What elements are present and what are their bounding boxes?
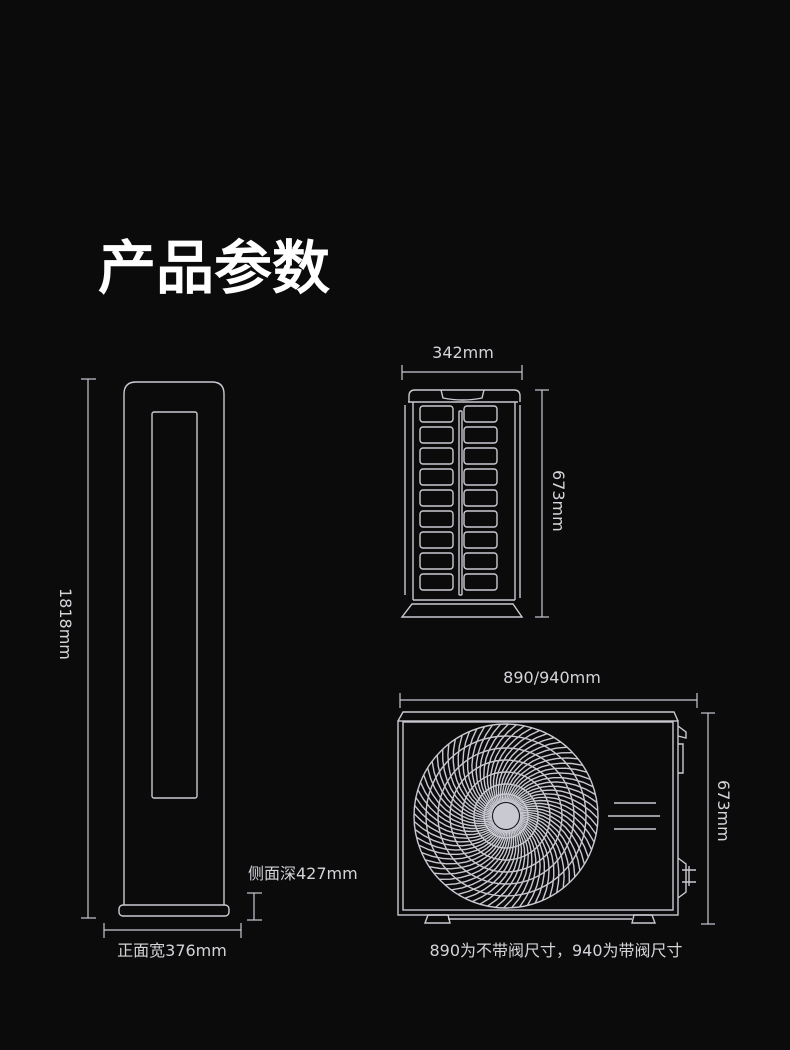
grille-slot bbox=[463, 426, 498, 444]
grille-slot bbox=[419, 552, 454, 570]
outdoor-front-height-label: 673mm bbox=[714, 780, 733, 842]
outdoor-front-height-dimension: 673mm bbox=[701, 712, 733, 925]
indoor-unit-drawing bbox=[118, 381, 230, 917]
indoor-depth-dimension: 侧面深427mm bbox=[247, 864, 358, 921]
grille-slot bbox=[419, 573, 454, 591]
grille-slot bbox=[419, 468, 454, 486]
indoor-depth-label: 侧面深427mm bbox=[248, 864, 358, 883]
outdoor-front-width-label: 890/940mm bbox=[503, 668, 601, 687]
grille-slot bbox=[463, 489, 498, 507]
outdoor-side-height-dimension: 673mm bbox=[535, 389, 568, 618]
grille-slot bbox=[419, 489, 454, 507]
grille-slot bbox=[419, 426, 454, 444]
grille-slot bbox=[419, 447, 454, 465]
grille-slot bbox=[419, 510, 454, 528]
grille-slot bbox=[463, 405, 498, 423]
fan-grille bbox=[413, 723, 599, 909]
grille-slot bbox=[463, 573, 498, 591]
grille-slot bbox=[463, 531, 498, 549]
indoor-width-dimension: 正面宽376mm bbox=[103, 923, 242, 960]
outdoor-size-note: 890为不带阀尺寸，940为带阀尺寸 bbox=[429, 941, 682, 960]
page-title: 产品参数 bbox=[98, 234, 330, 302]
indoor-width-label: 正面宽376mm bbox=[117, 941, 227, 960]
grille-slot bbox=[463, 468, 498, 486]
grille-slot bbox=[419, 405, 454, 423]
indoor-height-label: 1818mm bbox=[56, 588, 75, 660]
outdoor-side-width-label: 342mm bbox=[432, 343, 494, 362]
grille-slot bbox=[463, 510, 498, 528]
indoor-height-dimension: 1818mm bbox=[56, 378, 96, 919]
fan-hub bbox=[493, 803, 519, 829]
outdoor-side-width-dimension: 342mm bbox=[401, 343, 523, 380]
grille-slot bbox=[463, 447, 498, 465]
outdoor-front-width-dimension: 890/940mm bbox=[399, 668, 698, 708]
outdoor-side-drawing bbox=[400, 389, 524, 618]
grille-slot bbox=[463, 552, 498, 570]
grille-slot bbox=[419, 531, 454, 549]
outdoor-side-height-label: 673mm bbox=[549, 470, 568, 532]
outdoor-front-drawing bbox=[397, 711, 696, 924]
